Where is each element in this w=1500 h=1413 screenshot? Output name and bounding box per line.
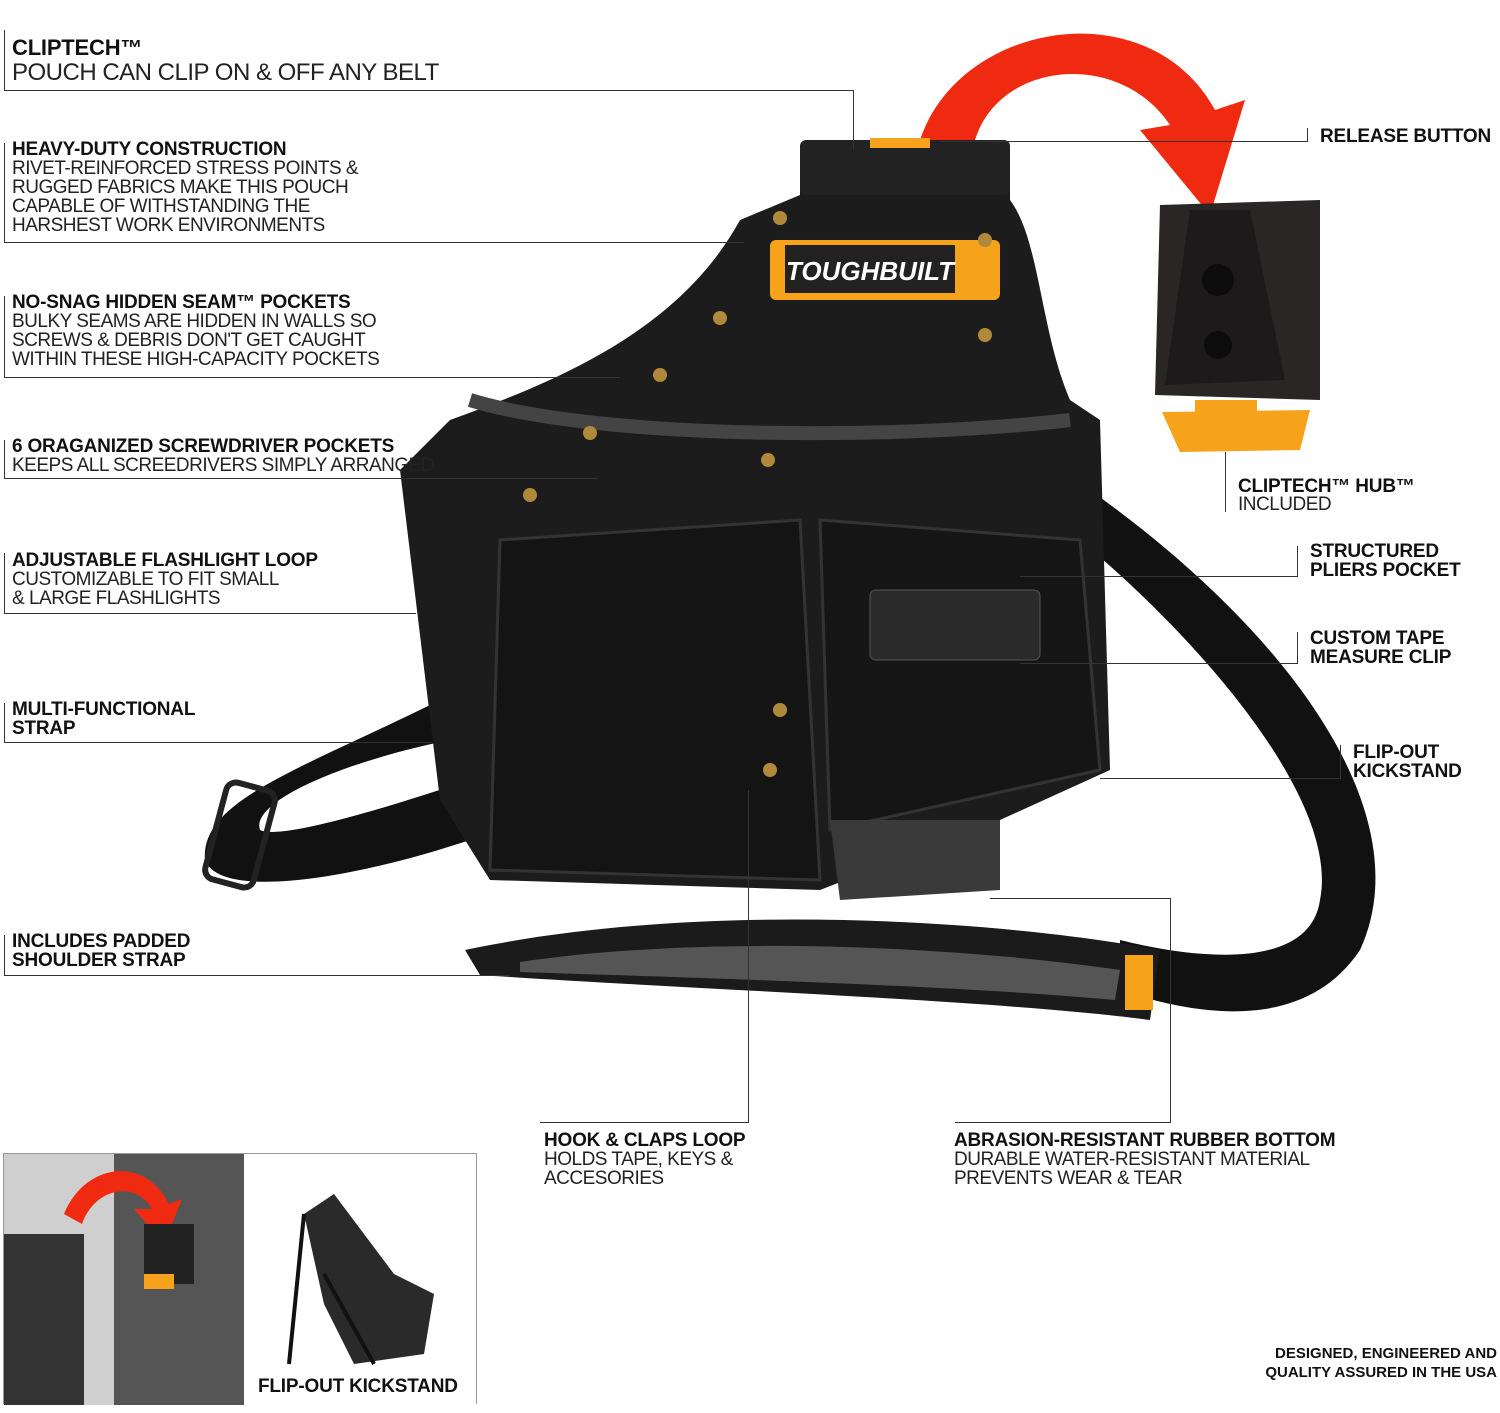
callout-flashlight-loop: ADJUSTABLE FLASHLIGHT LOOP CUSTOMIZABLE … bbox=[12, 550, 318, 609]
callout-hook-loop: HOOK & CLAPS LOOP HOLDS TAPE, KEYS & ACC… bbox=[544, 1130, 746, 1189]
callout-strap: MULTI-FUNCTIONAL STRAP bbox=[12, 699, 196, 739]
tape-measure-clip bbox=[869, 589, 1041, 661]
inset-illustration bbox=[4, 1154, 476, 1405]
svg-text:TOUGHBUILT: TOUGHBUILT bbox=[786, 256, 956, 286]
callout-cliptech: CLIPTECH™ POUCH CAN CLIP ON & OFF ANY BE… bbox=[12, 35, 439, 86]
inset-caption: FLIP-OUT KICKSTAND bbox=[258, 1376, 458, 1397]
inset-photos: FLIP-OUT KICKSTAND bbox=[3, 1153, 477, 1405]
red-arrow-icon bbox=[920, 33, 1245, 216]
footer-note: DESIGNED, ENGINEERED AND QUALITY ASSURED… bbox=[1265, 1345, 1497, 1381]
callout-padded-strap: INCLUDES PADDED SHOULDER STRAP bbox=[12, 931, 191, 971]
callout-no-snag: NO-SNAG HIDDEN SEAM™ POCKETS BULKY SEAMS… bbox=[12, 292, 380, 370]
callout-hub: CLIPTECH™ HUB™ INCLUDED bbox=[1238, 476, 1415, 515]
cliptech-hub-icon bbox=[1155, 200, 1320, 452]
callout-screwdriver-pockets: 6 ORAGANIZED SCREWDRIVER POCKETS KEEPS A… bbox=[12, 436, 435, 476]
callout-tape-clip: CUSTOM TAPE MEASURE CLIP bbox=[1310, 628, 1452, 668]
callout-rubber-bottom: ABRASION-RESISTANT RUBBER BOTTOM DURABLE… bbox=[954, 1130, 1336, 1189]
callout-heavy-duty: HEAVY-DUTY CONSTRUCTION RIVET-REINFORCED… bbox=[12, 139, 359, 236]
callout-pliers-pocket: STRUCTURED PLIERS POCKET bbox=[1310, 541, 1461, 581]
callout-kickstand: FLIP-OUT KICKSTAND bbox=[1353, 742, 1462, 782]
callout-release-button: RELEASE BUTTON bbox=[1320, 126, 1492, 147]
shoulder-strap bbox=[1080, 490, 1376, 1012]
